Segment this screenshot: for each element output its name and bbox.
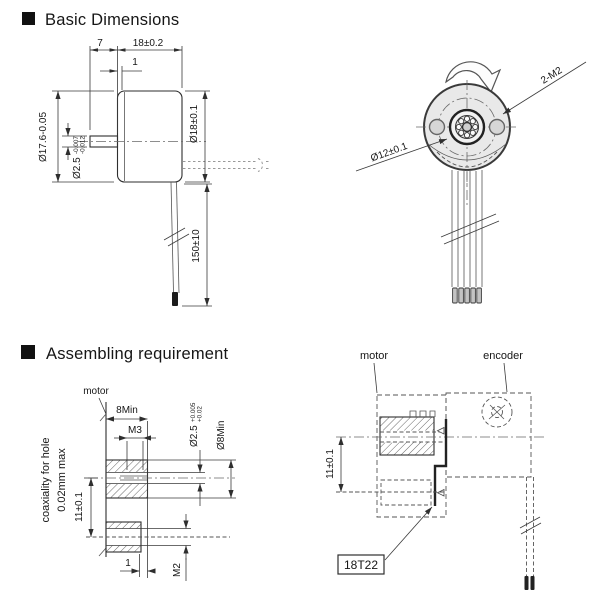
square-bullet-icon xyxy=(21,345,35,359)
wire-tips xyxy=(452,287,482,304)
dim-hole-tol-upper: +0.005 xyxy=(190,402,197,422)
leader-line xyxy=(373,362,378,394)
dim-bolt-circle-label: Ø12±0.1 xyxy=(369,141,409,165)
dim-screw-tap-label: M2 xyxy=(172,563,183,577)
lower-boss-phantom xyxy=(380,479,432,506)
dotted-bracket xyxy=(257,158,263,172)
motor-body xyxy=(116,90,183,183)
motor-side-view: 7 18±0.2 1 Ø17.6-0.05 Ø2.5 -0.007 -0.012… xyxy=(38,38,271,307)
square-bullet-icon xyxy=(22,12,35,25)
dim-tap-label: M3 xyxy=(128,425,142,436)
encoder-gear-circle xyxy=(481,396,513,428)
dim-hole-pitch-label: 11±0.1 xyxy=(325,449,336,479)
basic-dimensions-heading: Basic Dimensions xyxy=(22,11,179,29)
dim-hole-diameter-label: Ø2.5 xyxy=(189,425,200,447)
hatch-area xyxy=(380,417,434,431)
assembling-requirement-heading: Assembling requirement xyxy=(21,345,229,363)
dim-body-diameter-label: Ø18±0.1 xyxy=(189,104,200,143)
coaxiality-note-line2: 0.02mm max xyxy=(56,448,68,512)
housing-contour xyxy=(427,143,507,161)
mounting-hole xyxy=(428,118,446,136)
dim-wire-length-label: 150±10 xyxy=(191,229,202,263)
break-symbol-icon xyxy=(443,220,500,245)
motor-boss-section xyxy=(379,416,435,456)
section-title-assembling: Assembling requirement xyxy=(46,345,229,363)
leader-line xyxy=(355,138,448,172)
dim-front-length-label: 7 xyxy=(97,38,103,49)
arrowhead-icon xyxy=(109,48,118,52)
gear-mark xyxy=(489,404,505,420)
break-symbol-icon xyxy=(167,233,190,247)
dim-shaft-diameter-label-group: Ø2.5 -0.007 -0.012 xyxy=(72,136,87,179)
break-symbol-icon xyxy=(163,227,186,241)
break-symbol-icon xyxy=(520,522,542,535)
hatch-area xyxy=(380,442,434,455)
dim-shaft-tol-upper: -0.007 xyxy=(73,136,80,154)
break-symbol-icon xyxy=(519,516,541,529)
bearing-balls xyxy=(455,115,479,139)
coaxiality-note-line1: coaxiality for hole xyxy=(40,438,52,523)
rotation-arrow-icon xyxy=(445,61,502,94)
motor-label: motor xyxy=(360,350,388,362)
encoder-label: encoder xyxy=(483,350,523,362)
arrowhead-icon xyxy=(174,48,182,52)
leader-line xyxy=(98,397,107,415)
arrowhead-icon xyxy=(109,69,118,73)
lead-wire xyxy=(176,181,180,294)
hatch-area xyxy=(106,545,141,552)
leader-line xyxy=(503,362,508,393)
mounting-hole xyxy=(488,118,506,136)
dim-pinion-offset-label: 1 xyxy=(132,57,138,68)
housing-contour-hidden xyxy=(436,151,498,168)
motor-front-view: 2-M2 Ø12±0.1 xyxy=(355,61,587,304)
wire-tip xyxy=(530,576,535,590)
break-symbol-icon xyxy=(440,213,497,238)
dim-shaft-diameter-label: Ø2.5 xyxy=(72,157,83,179)
assembly-detail-right: motor encoder 11±0.1 18T22 xyxy=(325,350,545,590)
dim-shaft-tol-lower: -0.012 xyxy=(80,136,87,154)
hatch-area xyxy=(106,484,147,498)
part-code-label: 18T22 xyxy=(344,558,378,572)
castellation-profile xyxy=(409,410,436,417)
surface-tick xyxy=(98,547,107,557)
dim-body-length-label: 18±0.2 xyxy=(133,38,164,49)
dim-boss-length-label: 8Min xyxy=(116,405,138,416)
surface-tick xyxy=(99,413,107,422)
dim-hole-pitch-label: 11±0.1 xyxy=(74,492,85,522)
section-title-basic: Basic Dimensions xyxy=(45,11,179,29)
arrowhead-icon xyxy=(117,48,126,52)
dim-front-diameter-label: Ø17.6-0.05 xyxy=(38,112,49,162)
bracket-18t22 xyxy=(433,419,448,506)
encoder-gear-hub xyxy=(491,406,503,418)
hatch-area xyxy=(106,522,141,529)
dim-hole-diameter-label-group: Ø2.5 +0.005 +0.02 xyxy=(189,402,204,447)
wire-tip xyxy=(172,292,178,306)
dim-boss-diameter-label: Ø8Min xyxy=(216,421,227,450)
motor-label: motor xyxy=(83,386,109,397)
leader-line xyxy=(384,506,433,561)
section-arrow-icon xyxy=(436,426,445,435)
dim-step-label: 1 xyxy=(125,558,131,569)
shaft-end xyxy=(461,121,473,133)
section-arrow-icon xyxy=(436,488,445,497)
lead-wire xyxy=(170,181,174,294)
encoder-phantom-outline xyxy=(445,392,532,478)
part-code-box xyxy=(337,554,385,575)
arrowhead-icon xyxy=(90,48,98,52)
wire-bundle xyxy=(440,170,500,304)
wire-tip xyxy=(524,576,529,590)
leader-line xyxy=(502,61,587,115)
assembly-detail-left: motor 8Min M3 Ø2.5 +0.005 +0.02 xyxy=(40,386,236,581)
dim-hole-tol-lower: +0.02 xyxy=(197,406,204,422)
